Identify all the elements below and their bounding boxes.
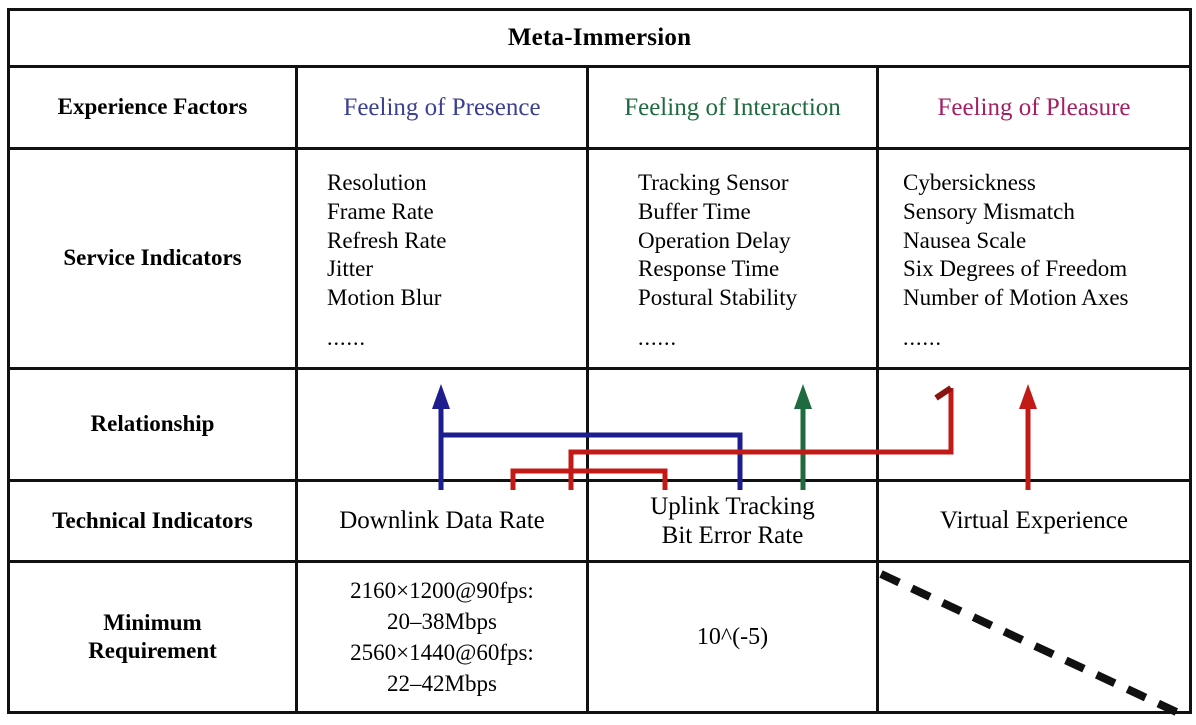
list-item: Tracking Sensor (638, 170, 789, 196)
minimum-requirement-downlink: 2160×1200@90fps: 20–38Mbps 2560×1440@60f… (295, 560, 589, 714)
row-label-minimum-line2: Requirement (88, 638, 217, 663)
list-item: Sensory Mismatch (903, 198, 1075, 224)
row-label-experience-factors: Experience Factors (7, 65, 298, 150)
service-indicators-interaction-cell: Tracking Sensor Buffer Time Operation De… (586, 147, 879, 370)
indicator-list-pleasure: Cybersickness Sensory Mismatch Nausea Sc… (879, 155, 1189, 362)
table-row-minimum-requirement: Minimum Requirement 2160×1200@90fps: 20–… (7, 560, 1193, 714)
list-item: Number of Motion Axes (903, 284, 1129, 310)
technical-indicator-downlink: Downlink Data Rate (295, 479, 589, 563)
experience-factor-interaction: Feeling of Interaction (586, 65, 879, 150)
list-item: Six Degrees of Freedom (903, 256, 1128, 282)
ellipsis: ...... (903, 325, 942, 351)
experience-factor-pleasure: Feeling of Pleasure (875, 65, 1193, 150)
relationship-cell-pleasure (875, 367, 1193, 482)
list-item: Nausea Scale (903, 227, 1027, 253)
indicator-list-presence: Resolution Frame Rate Refresh Rate Jitte… (298, 155, 586, 362)
indicator-list-interaction: Tracking Sensor Buffer Time Operation De… (589, 155, 876, 362)
list-item: Cybersickness (903, 170, 1036, 196)
figure-root: Meta-Immersion Experience Factors Feelin… (0, 8, 1196, 725)
technical-indicator-virtual-experience: Virtual Experience (875, 479, 1193, 563)
table-row-experience-factors: Experience Factors Feeling of Presence F… (7, 65, 1193, 150)
table-row-relationship: Relationship (7, 367, 1193, 482)
meta-immersion-table: Meta-Immersion Experience Factors Feelin… (6, 8, 1193, 714)
technical-indicator-uplink-line2: Bit Error Rate (661, 522, 804, 549)
list-item: Frame Rate (327, 198, 434, 224)
minimum-downlink-line2: 20–38Mbps (387, 608, 497, 634)
minimum-downlink-line4: 22–42Mbps (387, 671, 497, 697)
table-row-technical-indicators: Technical Indicators Downlink Data Rate … (7, 479, 1193, 563)
table-row-service-indicators: Service Indicators Resolution Frame Rate… (7, 147, 1193, 370)
table-row-title: Meta-Immersion (6, 8, 1193, 68)
minimum-downlink-line1: 2160×1200@90fps: (350, 577, 534, 603)
list-item: Response Time (638, 256, 780, 282)
technical-indicator-uplink: Uplink Tracking Bit Error Rate (586, 479, 879, 563)
list-item: Motion Blur (327, 284, 442, 310)
minimum-requirement-virtual-experience (875, 560, 1193, 714)
relationship-cell-presence (295, 367, 589, 482)
row-label-minimum-requirement: Minimum Requirement (7, 560, 298, 714)
relationship-cell-interaction (586, 367, 879, 482)
service-indicators-pleasure-cell: Cybersickness Sensory Mismatch Nausea Sc… (875, 147, 1193, 370)
row-label-relationship: Relationship (7, 367, 298, 482)
ellipsis: ...... (327, 325, 366, 351)
row-label-service-indicators: Service Indicators (7, 147, 298, 370)
list-item: Operation Delay (638, 227, 791, 253)
list-item: Refresh Rate (327, 227, 447, 253)
list-item: Postural Stability (638, 284, 798, 310)
minimum-requirement-uplink: 10^(-5) (586, 560, 879, 714)
list-item: Resolution (327, 170, 427, 196)
list-item: Jitter (327, 256, 373, 282)
minimum-downlink-line3: 2560×1440@60fps: (350, 640, 534, 665)
row-label-minimum-line1: Minimum (103, 609, 202, 635)
experience-factor-presence: Feeling of Presence (295, 65, 589, 150)
service-indicators-presence-cell: Resolution Frame Rate Refresh Rate Jitte… (295, 147, 589, 370)
list-item: Buffer Time (638, 198, 751, 224)
ellipsis: ...... (638, 325, 677, 351)
technical-indicator-uplink-line1: Uplink Tracking (650, 492, 815, 520)
page-title: Meta-Immersion (6, 8, 1193, 68)
row-label-technical-indicators: Technical Indicators (7, 479, 298, 563)
